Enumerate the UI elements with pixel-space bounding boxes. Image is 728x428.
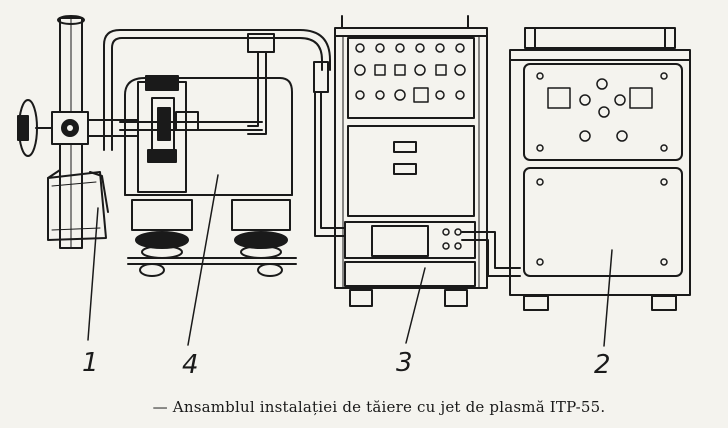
- torch-stand: [17, 15, 159, 249]
- label-4: 4: [182, 350, 199, 380]
- label-3: 3: [396, 348, 413, 378]
- power-source-cabinet: [509, 27, 691, 311]
- leader-lines: [87, 174, 613, 347]
- figure-caption: — Ansamblul instalației de tăiere cu jet…: [152, 398, 606, 416]
- cutting-carriage: [119, 75, 297, 277]
- label-1: 1: [82, 348, 99, 378]
- control-cabinet: [334, 15, 488, 307]
- label-2: 2: [594, 350, 611, 380]
